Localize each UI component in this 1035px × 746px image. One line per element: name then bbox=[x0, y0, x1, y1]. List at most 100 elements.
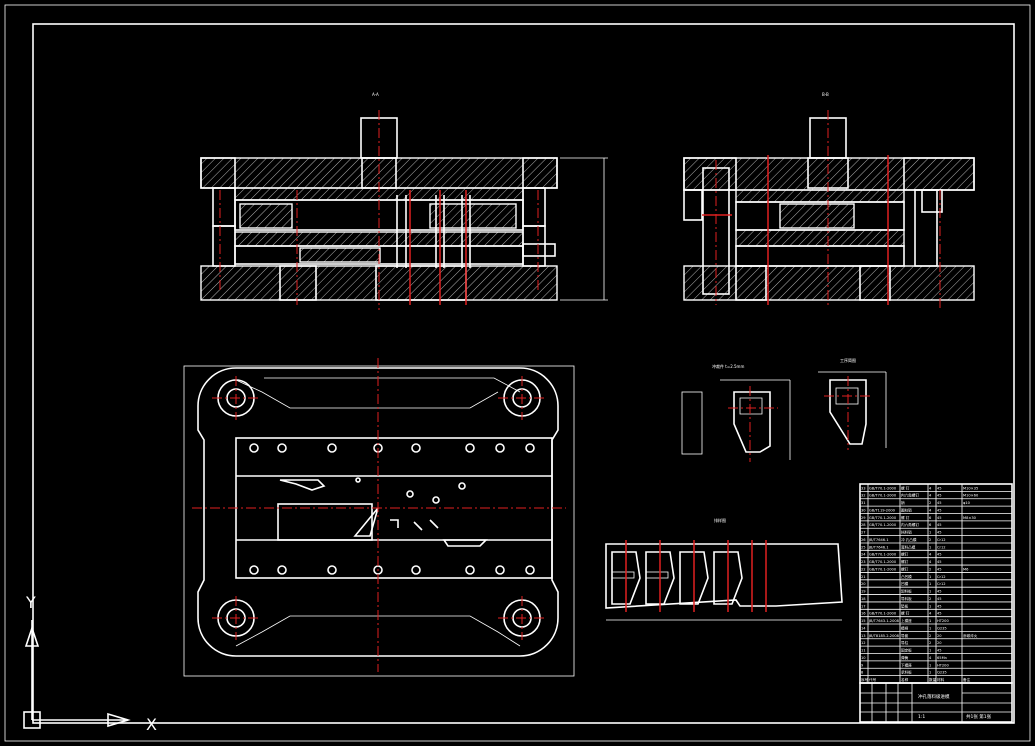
side-section-view[interactable]: B-B bbox=[683, 92, 975, 310]
bom-cell: 承料板 bbox=[901, 670, 912, 675]
strip-layout-view[interactable]: 排样图 bbox=[605, 517, 843, 621]
bom-cell: GB/T119-2000 bbox=[869, 508, 896, 512]
bom-cell: 11 bbox=[861, 649, 866, 653]
bom-cell: 冲 孔凸模 bbox=[901, 537, 917, 542]
bom-cell: 23 bbox=[861, 560, 866, 564]
bom-cell: M8×30 bbox=[963, 516, 977, 520]
bom-cell: 65Mn bbox=[937, 656, 947, 660]
bom-cell: 45 bbox=[937, 590, 942, 594]
bom-cell: HT200 bbox=[937, 619, 949, 623]
bom-cell: 26 bbox=[861, 538, 866, 542]
bom-header-cell: 名称 bbox=[901, 677, 909, 682]
ucs-x-label: X bbox=[146, 715, 157, 734]
bom-header-cell: 数量 bbox=[929, 677, 937, 682]
bom-cell: GB/T70.1-2000 bbox=[869, 553, 897, 557]
bom-cell: 螺钉 bbox=[901, 552, 909, 557]
bom-cell: 导料板 bbox=[901, 596, 912, 601]
bom-cell: 内六角螺钉 bbox=[901, 493, 919, 498]
bom-cell: Cr12 bbox=[937, 582, 946, 586]
bom-cell: GB/T70.1-2000 bbox=[869, 486, 897, 490]
bom-cell: 4 bbox=[929, 508, 932, 512]
bom-cell: 1 bbox=[929, 649, 931, 653]
bom-cell: M10×35 bbox=[963, 486, 978, 490]
bom-cell: 1 bbox=[929, 575, 931, 579]
bom-cell: 8 bbox=[861, 671, 864, 675]
strip-label: 排样图 bbox=[714, 517, 726, 523]
bom-cell: 16 bbox=[861, 612, 866, 616]
bom-cell: 2 bbox=[929, 567, 931, 571]
title-block-drawing-title: 冲孔落料级进模 bbox=[918, 693, 950, 700]
bom-cell: JB/T7646.1 bbox=[868, 545, 889, 549]
bom-header-cell: 序号 bbox=[861, 677, 869, 682]
part-detail-view-1[interactable]: 冲裁件 t=2.5mm bbox=[681, 363, 791, 462]
bom-cell: 导柱 bbox=[901, 640, 909, 645]
bom-cell: 45 bbox=[937, 501, 942, 505]
bom-cell: 45 bbox=[937, 486, 942, 490]
ucs-y-label: Y bbox=[25, 593, 36, 612]
bom-cell: 1 bbox=[929, 590, 931, 594]
bom-cell: GB/T70.1-2000 bbox=[869, 523, 897, 527]
bom-cell: 2 bbox=[929, 538, 931, 542]
bom-cell: 4 bbox=[929, 612, 932, 616]
bom-cell: 固定板 bbox=[901, 648, 912, 653]
bom-cell: 20 bbox=[861, 582, 866, 586]
bom-cell: 落料凸模 bbox=[901, 544, 916, 549]
bom-cell: 4 bbox=[929, 553, 932, 557]
bom-cell: 30 bbox=[861, 508, 866, 512]
bom-cell: 2 bbox=[929, 634, 931, 638]
bom-cell: 凸凹模 bbox=[901, 574, 912, 579]
bom-cell: 29 bbox=[861, 516, 866, 520]
bom-cell: 15 bbox=[861, 619, 866, 623]
bom-cell: 4 bbox=[929, 486, 932, 490]
bom-cell: 12 bbox=[861, 641, 866, 645]
bom-cell: 17 bbox=[861, 604, 866, 608]
title-block-sheet: 共1张 第1张 bbox=[966, 713, 992, 720]
bom-cell: 1 bbox=[929, 671, 931, 675]
bom-cell: 45 bbox=[937, 597, 942, 601]
bom-cell: 28 bbox=[861, 523, 866, 527]
bom-cell: 卸料板 bbox=[901, 589, 912, 594]
bom-cell: 45 bbox=[937, 523, 942, 527]
bom-cell: 销 bbox=[901, 500, 905, 505]
bom-cell: 45 bbox=[937, 508, 942, 512]
bom-cell: 31 bbox=[861, 501, 866, 505]
bom-cell: 9 bbox=[861, 663, 864, 667]
bom-cell: 45 bbox=[937, 604, 942, 608]
front-section-label: A-A bbox=[372, 92, 379, 97]
bom-cell: 2 bbox=[929, 597, 931, 601]
title-block[interactable]: 冲孔落料级进模 1:1 共1张 第1张 bbox=[859, 682, 1013, 723]
bom-cell: 33 bbox=[861, 486, 866, 490]
front-section-view[interactable]: A-A bbox=[200, 92, 608, 310]
bom-cell: Cr12 bbox=[937, 538, 946, 542]
bom-cell: GB/T70.1-2000 bbox=[869, 612, 897, 616]
sheet-outer-border bbox=[4, 4, 1031, 742]
bom-cell: 凹模 bbox=[901, 581, 909, 586]
bom-cell: 螺 钉 bbox=[901, 611, 910, 616]
bom-cell: 20 bbox=[937, 641, 942, 645]
bom-cell: 45 bbox=[937, 567, 942, 571]
sheet-inner-border bbox=[32, 23, 1015, 724]
bom-cell: φ10 bbox=[963, 501, 971, 505]
bom-cell: 螺 钉 bbox=[901, 515, 910, 520]
detail-1-label: 冲裁件 t=2.5mm bbox=[712, 363, 744, 369]
bom-cell: 导套 bbox=[901, 633, 909, 638]
part-detail-view-2[interactable]: 工序简图 bbox=[818, 357, 887, 450]
bom-cell: 45 bbox=[937, 494, 942, 498]
bom-cell: 4 bbox=[929, 494, 932, 498]
bom-cell: JB/T7643.1-2008 bbox=[868, 619, 900, 623]
bom-cell: HT200 bbox=[937, 663, 949, 667]
side-section-label: B-B bbox=[822, 92, 829, 97]
bom-cell: JB/T8185.2-2008 bbox=[868, 634, 900, 638]
bom-cell: 1 bbox=[929, 604, 931, 608]
plan-view[interactable] bbox=[183, 358, 575, 677]
bom-cell: 挡料销 bbox=[901, 530, 912, 535]
bom-cell: 垫板 bbox=[901, 603, 909, 608]
bom-cell: 1 bbox=[929, 626, 931, 630]
bom-header-cell: 代号 bbox=[869, 677, 877, 682]
bom-cell: GB/T70.1-2000 bbox=[869, 567, 897, 571]
bom-cell: 22 bbox=[861, 567, 866, 571]
bom-cell: 1 bbox=[929, 531, 931, 535]
bom-cell: 内六角螺钉 bbox=[901, 522, 919, 527]
